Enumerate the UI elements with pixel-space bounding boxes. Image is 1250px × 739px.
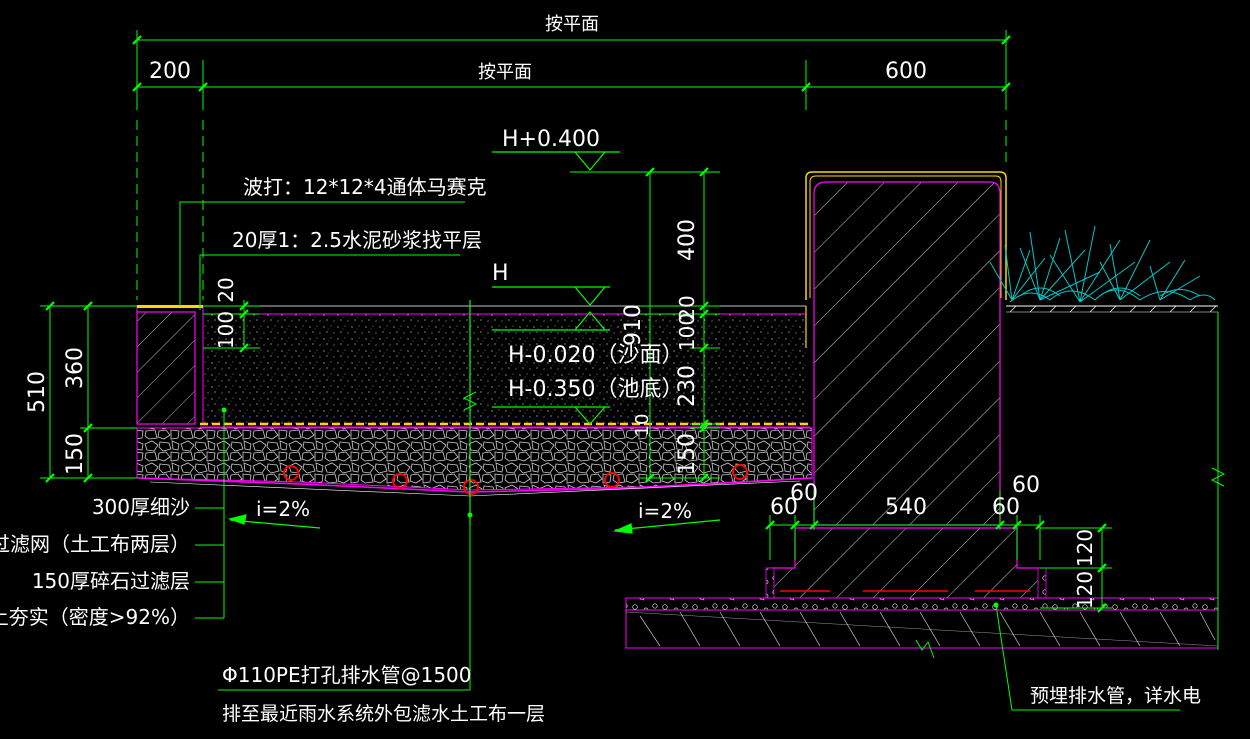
dim-left-upper: 360	[63, 347, 88, 389]
dim-footing-120-b: 120	[1073, 571, 1097, 609]
level-marks	[462, 151, 620, 525]
level-water: H	[492, 261, 509, 286]
dim-layer-10: 10	[632, 414, 653, 437]
center-dimensions	[570, 167, 720, 483]
dim-wall-60-right: 60	[1012, 473, 1040, 498]
note-gravel: 150厚碎石过滤层	[32, 569, 190, 593]
slope-left: i=2%	[256, 497, 310, 521]
dim-layer-230: 230	[675, 365, 700, 407]
left-dimensions	[40, 301, 137, 483]
dim-top-overall: 按平面	[545, 14, 599, 35]
base-slab	[625, 597, 1219, 649]
level-top: H+0.400	[502, 127, 600, 152]
dim-left-total: 510	[25, 371, 50, 413]
dim-top-left: 200	[149, 59, 191, 84]
dim-layer-20b: 20	[675, 295, 699, 320]
sand-layer	[202, 305, 807, 424]
level-bottom: H-0.350（池底）	[508, 377, 683, 402]
dim-footing-60-left: 60	[770, 495, 798, 520]
right-wall	[805, 171, 1007, 526]
footing-dimensions	[765, 490, 1112, 613]
slope-right: i=2%	[638, 499, 692, 523]
leader-dots	[221, 407, 999, 608]
dim-layer-150: 150	[675, 433, 700, 475]
dim-vert-910: 910	[621, 304, 646, 346]
note-filter-mesh: 过滤网（土工布两层）	[0, 532, 190, 556]
note-mortar: 20厚1：2.5水泥砂浆找平层	[232, 228, 482, 252]
dim-top-right: 600	[885, 59, 927, 84]
leaders	[179, 201, 1180, 711]
dim-footing-120-a: 120	[1073, 529, 1097, 567]
footing	[765, 527, 1047, 609]
dim-footing-60-right: 60	[992, 495, 1020, 520]
note-mosaic: 波打：12*12*4通体马赛克	[243, 175, 487, 199]
note-soil: 素土夯实（密度>92%）	[0, 605, 190, 629]
level-sand: H-0.020（沙面）	[508, 343, 683, 368]
dim-left-lower: 150	[63, 433, 88, 475]
curb-dimensions	[203, 300, 260, 353]
dim-layer-20a: 20	[214, 277, 238, 302]
note-sand: 300厚细沙	[92, 495, 190, 519]
dim-wall-60-left: 60	[790, 481, 818, 506]
dim-water-400: 400	[675, 219, 700, 261]
dim-top-middle: 按平面	[478, 62, 532, 83]
dim-layer-100b: 100	[675, 313, 699, 351]
dim-footing-540: 540	[885, 495, 927, 520]
dim-layer-100a: 100	[214, 311, 238, 349]
ground-right	[1006, 305, 1226, 650]
slope-arrows	[227, 514, 721, 534]
note-pipe-detail: 排至最近雨水系统外包滤水土工布一层	[222, 703, 545, 725]
top-dimensions	[132, 30, 1011, 300]
drain-pipes	[283, 464, 748, 495]
left-curb	[136, 305, 204, 425]
gravel-layer	[136, 427, 813, 497]
note-pipe: Φ110PE打孔排水管@1500	[222, 663, 472, 687]
break-line	[915, 639, 935, 659]
note-embedded-pipe: 预埋排水管，详水电	[1030, 685, 1201, 707]
plants-icon	[989, 225, 1216, 303]
